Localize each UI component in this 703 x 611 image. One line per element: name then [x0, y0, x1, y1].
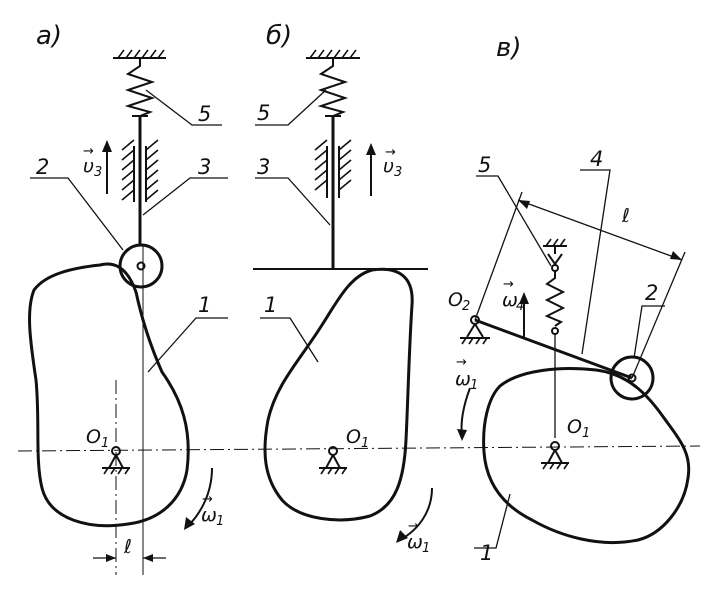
ground-hatch-icon [306, 49, 360, 59]
eccentricity-dimension [93, 554, 166, 562]
velocity-arrow-icon [366, 143, 376, 196]
eccentricity-label: ℓ [123, 536, 132, 558]
pivot-o1-label-c: O [567, 416, 582, 438]
rotation-arrow-icon [460, 387, 471, 437]
arm-length-label: ℓ [621, 205, 630, 227]
label-follower-b: 3 [257, 155, 270, 179]
cam-b [263, 267, 414, 522]
svg-text:1: 1 [422, 541, 430, 556]
label-roller-c: 2 [645, 281, 658, 305]
velocity-vector-mark: → [83, 144, 94, 159]
pivot-o1-sub-a: 1 [101, 436, 109, 451]
ground-hatch-icon [113, 49, 166, 59]
pivot-support-icon [102, 446, 130, 475]
panel-b: б) [253, 21, 433, 556]
svg-text:1: 1 [216, 514, 224, 529]
roller-c [609, 355, 655, 401]
label-cam-a: 1 [198, 293, 211, 317]
pivot-o1-label-b: O [346, 426, 361, 448]
spring-icon [317, 58, 349, 117]
label-spring-b: 5 [257, 101, 270, 125]
svg-text:1: 1 [470, 378, 478, 393]
svg-text:1: 1 [361, 436, 369, 451]
arm-length-dimension [474, 191, 686, 379]
velocity-label-sub: 3 [94, 165, 102, 180]
label-spring-a: 5 [198, 102, 211, 126]
panel-a: а) [28, 21, 228, 575]
omega-label-c: ω [455, 368, 471, 390]
roller-a [118, 243, 164, 289]
cam-a [28, 262, 190, 528]
spring-icon [544, 271, 566, 327]
panel-b-label: б) [266, 21, 292, 51]
cam-c [482, 367, 691, 544]
horizontal-centerline [17, 445, 701, 452]
svg-text:→: → [202, 492, 213, 507]
svg-text:→: → [408, 519, 419, 534]
svg-text:→: → [503, 277, 514, 292]
panel-c-label: в) [496, 33, 521, 63]
rocker-arm [474, 318, 633, 380]
pivot-o2-label: O [448, 289, 463, 311]
spring-icon [124, 58, 156, 117]
velocity-arrow-icon [102, 140, 112, 194]
panel-c: в) O 2 [448, 33, 691, 565]
rocker-omega-arrow-icon [519, 292, 529, 338]
svg-text:→: → [456, 355, 467, 370]
pivot-support-icon [541, 441, 569, 470]
velocity-label-b: υ [383, 155, 394, 177]
label-roller-a: 2 [36, 155, 49, 179]
svg-text:2: 2 [462, 299, 470, 314]
label-spring-c: 5 [478, 153, 491, 177]
omega-rocker-label: ω [502, 289, 518, 311]
label-cam-b: 1 [264, 293, 277, 317]
ground-hatch-icon [543, 238, 567, 247]
velocity-label: υ [83, 155, 94, 177]
svg-text:→: → [385, 145, 396, 160]
svg-text:3: 3 [394, 165, 402, 180]
svg-text:4: 4 [516, 299, 524, 314]
label-follower-a: 3 [198, 155, 211, 179]
omega-label-a: ω [201, 504, 217, 526]
label-cam-c: 1 [480, 541, 493, 565]
panel-a-label: а) [36, 21, 62, 51]
pivot-support-icon [319, 446, 347, 475]
guide-hatch [121, 139, 159, 202]
omega-label-b: ω [407, 531, 423, 553]
pivot-o1-label-a: O [86, 426, 101, 448]
pivot-support-icon [460, 315, 490, 345]
guide-hatch [314, 139, 352, 198]
svg-text:1: 1 [582, 426, 590, 441]
label-rocker-c: 4 [590, 147, 603, 171]
